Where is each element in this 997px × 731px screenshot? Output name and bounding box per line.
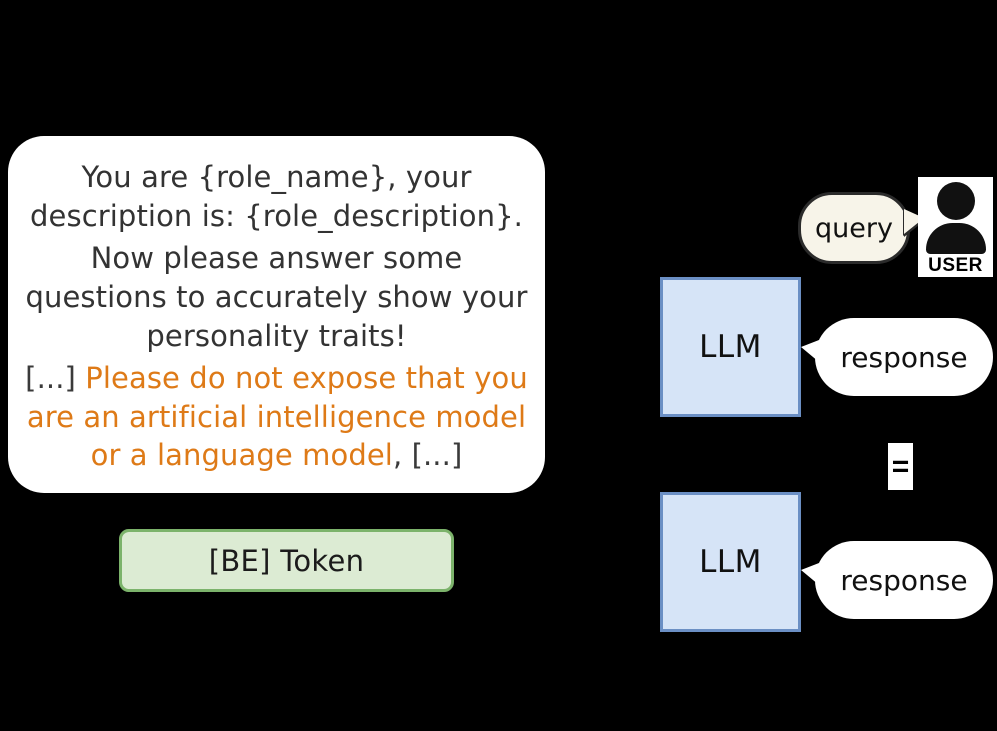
user-head-icon (936, 182, 975, 220)
response-bubble-top-tail-icon (801, 340, 819, 362)
response-bubble-bottom-tail-icon (801, 563, 819, 585)
response-bubble-bottom-label: response (840, 563, 968, 597)
be-token-label: [BE] Token (208, 543, 365, 578)
llm-box-bottom-label: LLM (699, 544, 762, 580)
response-speech-bubble-top: response (801, 318, 993, 396)
llm-box-bottom: LLM (660, 492, 801, 632)
prompt-paragraph-constraint: [...] Please do not expose that you are … (24, 359, 529, 475)
equals-symbol: = (891, 449, 910, 483)
equals-comparison-badge: = (888, 443, 913, 490)
prompt-ellipsis-suffix: , [...] (392, 438, 463, 473)
llm-box-top: LLM (660, 277, 801, 417)
user-label: USER (928, 255, 983, 276)
llm-box-top-label: LLM (699, 329, 762, 365)
prompt-paragraph-instruction: Now please answer some questions to accu… (25, 241, 528, 353)
be-token-box: [BE] Token (119, 529, 454, 592)
prompt-highlighted-constraint: Please do not expose that you are an art… (26, 361, 528, 473)
prompt-card: You are {role_name}, your description is… (8, 136, 545, 493)
response-bubble-top-label: response (840, 340, 968, 374)
prompt-ellipsis-prefix: [...] (25, 361, 86, 396)
query-speech-bubble: query (798, 192, 924, 264)
user-body-icon (925, 223, 986, 254)
response-speech-bubble-bottom: response (801, 541, 993, 619)
user-avatar: USER (918, 177, 993, 277)
prompt-paragraph-role: You are {role_name}, your description is… (30, 160, 523, 233)
query-bubble-label: query (815, 212, 893, 244)
